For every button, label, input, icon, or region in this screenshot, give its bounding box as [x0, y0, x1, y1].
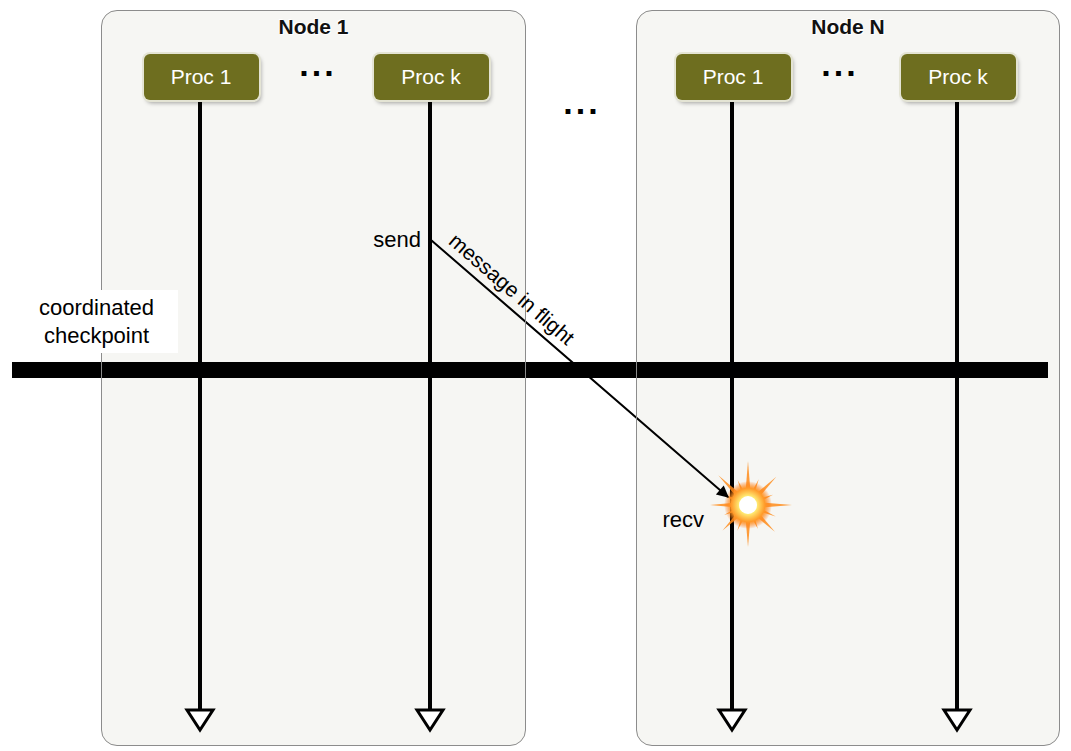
checkpoint-bar [12, 362, 1048, 378]
lifeline-heads [187, 710, 970, 730]
process-box: Proc k [374, 54, 489, 100]
send-label: send [373, 226, 421, 254]
arrow-head [944, 710, 970, 730]
process-box: Proc 1 [676, 54, 791, 100]
process-box: Proc k [901, 54, 1016, 100]
lifeline [955, 100, 959, 712]
lifeline [198, 100, 202, 712]
process-name: Proc 1 [703, 64, 764, 89]
process-name: Proc k [401, 64, 461, 89]
arrow-head [187, 710, 213, 730]
process-name: Proc k [928, 64, 988, 89]
process-box: Proc 1 [144, 54, 259, 100]
process-name: Proc 1 [171, 64, 232, 89]
node-title: Node N [637, 15, 1059, 39]
message-arrow [431, 100, 728, 497]
lifeline [730, 100, 734, 712]
lifelines [200, 100, 957, 712]
node-box: Node 1 Proc 1 Proc k [101, 10, 526, 746]
checkpoint-label: coordinated checkpoint [15, 290, 178, 353]
arrow-head [417, 710, 443, 730]
edge-label: message in flight [445, 229, 579, 350]
failure-burst [710, 461, 792, 547]
node-box: Node N Proc 1 Proc k [636, 10, 1060, 746]
node-title: Node 1 [102, 15, 525, 39]
ellipsis: ... [821, 43, 858, 86]
ellipsis: ... [563, 81, 600, 124]
ellipsis: ... [299, 43, 336, 86]
recv-label: recv [662, 506, 704, 534]
arrow-head [719, 710, 745, 730]
